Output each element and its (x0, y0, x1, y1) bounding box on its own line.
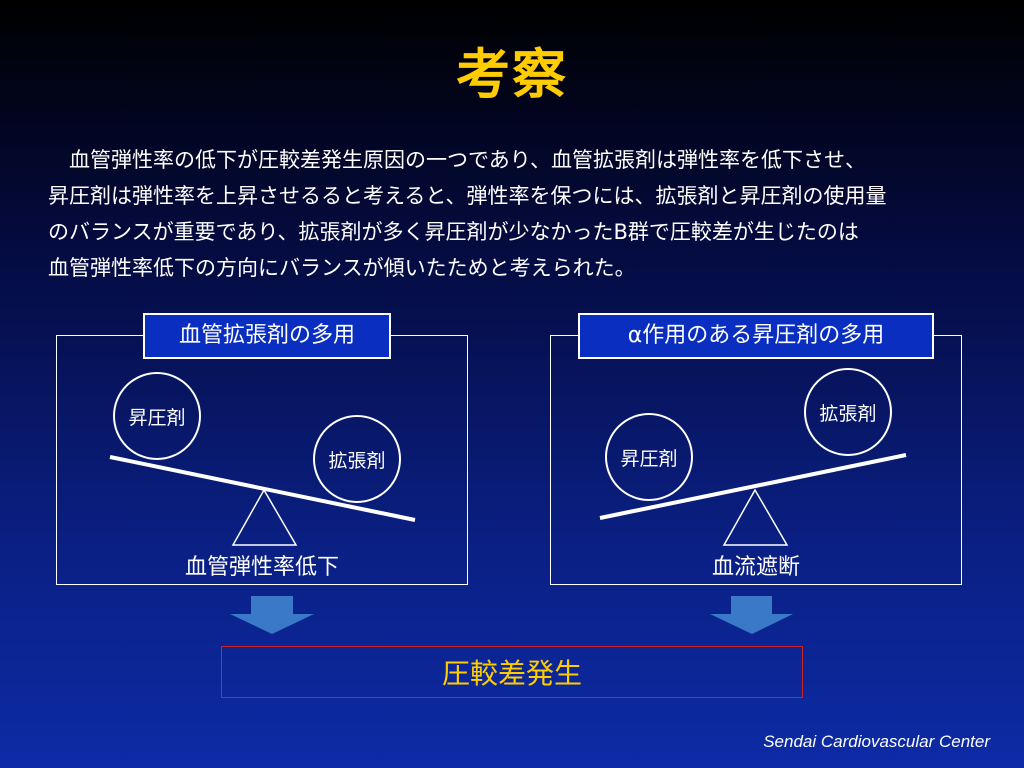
right-down-arrow-icon (710, 596, 793, 634)
left-fulcrum-icon (231, 488, 298, 546)
right-seesaw-beam (599, 453, 907, 520)
body-text: 血管弾性率の低下が圧較差発生原因の一つであり、血管拡張剤は弾性率を低下させ、 昇… (48, 142, 998, 286)
body-line: 昇圧剤は弾性率を上昇させるると考えると、弾性率を保つには、拡張剤と昇圧剤の使用量 (48, 184, 887, 208)
left-seesaw-beam (109, 455, 416, 522)
result-box: 圧較差発生 (221, 646, 803, 698)
footer-credit: Sendai Cardiovascular Center (763, 732, 990, 751)
left-low-weight: 拡張剤 (313, 415, 401, 503)
body-line: 血管弾性率の低下が圧較差発生原因の一つであり、血管拡張剤は弾性率を低下させ、 (48, 148, 866, 172)
right-caption: 血流遮断 (711, 555, 800, 580)
right-high-weight: 拡張剤 (804, 368, 892, 456)
right-fulcrum-icon (722, 488, 789, 546)
left-panel-title: 血管拡張剤の多用 (143, 313, 391, 359)
slide-title: 考察 (456, 43, 568, 106)
left-high-weight: 昇圧剤 (113, 372, 201, 460)
right-panel-title: α作用のある昇圧剤の多用 (578, 313, 934, 359)
body-line: のバランスが重要であり、拡張剤が多く昇圧剤が少なかったB群で圧較差が生じたのは (48, 220, 859, 244)
right-low-weight: 昇圧剤 (605, 413, 693, 501)
body-line: 血管弾性率低下の方向にバランスが傾いたためと考えられた。 (48, 256, 636, 280)
left-caption: 血管弾性率低下 (184, 555, 339, 580)
left-down-arrow-icon (230, 596, 314, 634)
result-text: 圧較差発生 (441, 657, 582, 690)
